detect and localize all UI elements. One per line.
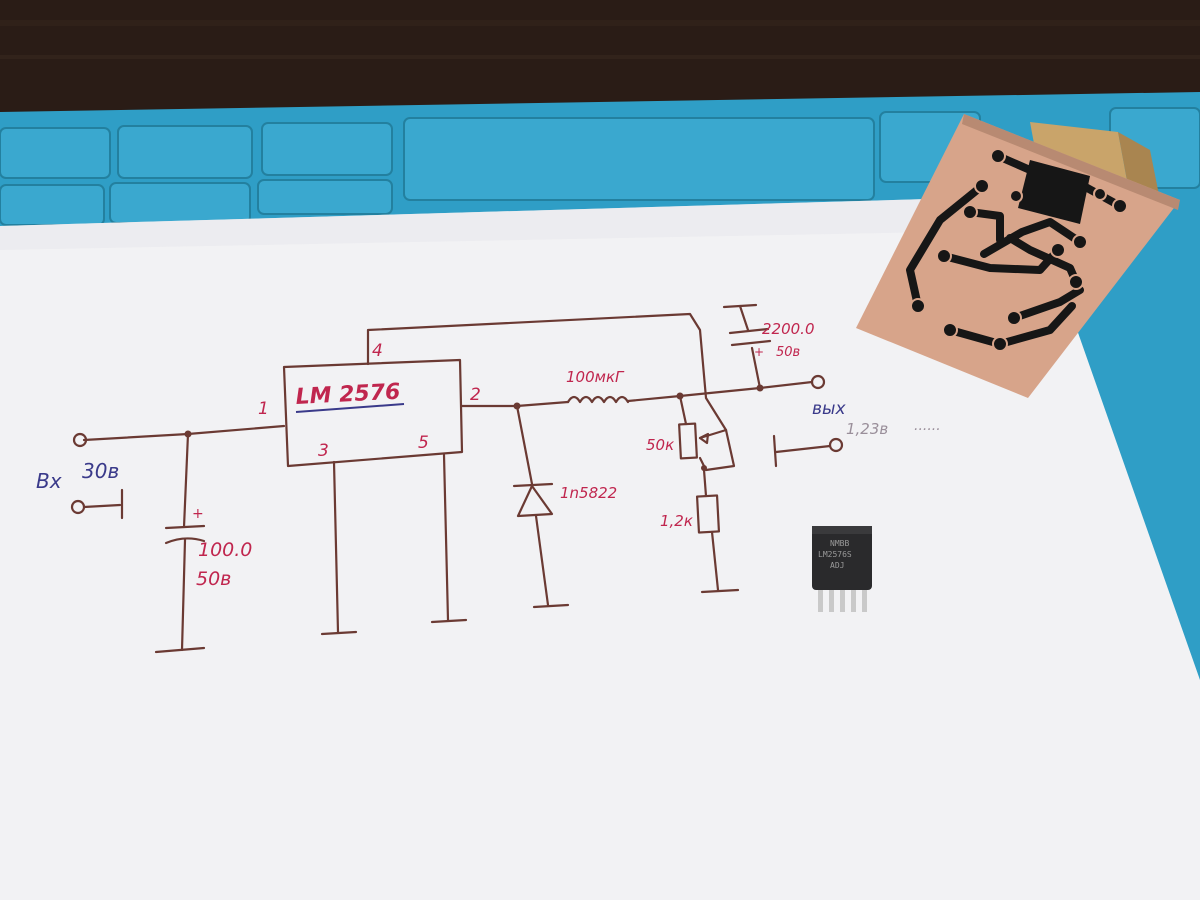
pcb-pad-chip [1018, 160, 1090, 224]
output-terminal [810, 374, 826, 390]
input-terminal [72, 432, 88, 448]
chip-marking-3: ADJ [830, 561, 844, 570]
pin-2-label: 2 [470, 385, 481, 405]
chip-marking-1: NMBB [830, 539, 849, 548]
pot-value: 50к [646, 436, 674, 454]
paper-sheet [0, 196, 1200, 900]
output-dots: ...... [914, 418, 941, 434]
chip-body [812, 526, 872, 590]
input-voltage: 30в [82, 459, 119, 483]
output-cap-plus: + [754, 345, 764, 359]
pin-4-label: 4 [372, 341, 383, 361]
pcb-vias [910, 148, 1128, 352]
resistor-value: 1,2к [660, 512, 693, 530]
input-cap-value: 100.0 [198, 539, 252, 561]
output-cap-voltage: 50в [776, 345, 800, 360]
mat-compartments [0, 107, 1200, 226]
resistor-body [695, 494, 721, 534]
pin-5-label: 5 [418, 433, 429, 453]
ic-label-underline [295, 403, 405, 413]
lm2576-chip: NMBB LM2576S ADJ [812, 526, 872, 612]
output-cap-value: 2200.0 [762, 320, 815, 338]
feedback-wire [366, 312, 728, 432]
diode-part: 1n5822 [560, 484, 617, 502]
input-cap-voltage: 50в [196, 568, 231, 590]
pot-body [678, 422, 698, 460]
output-voltage: 1,23в [846, 420, 888, 438]
chip-leads [818, 590, 867, 612]
chip-marking-2: LM2576S [818, 550, 852, 559]
output-label: вых [812, 399, 846, 419]
pin-3-label: 3 [318, 441, 329, 461]
inductor-coil [566, 395, 630, 404]
pcb-board [856, 114, 1180, 398]
diode-symbol [516, 484, 554, 518]
pcb-stamp [856, 114, 1180, 398]
output-ground-terminal [828, 437, 844, 453]
pin-1-label: 1 [258, 399, 269, 419]
inductor-value: 100мкГ [566, 368, 625, 386]
input-cap-plus: + [192, 506, 204, 522]
input-label: Вх [36, 469, 62, 493]
schematic: LM 2576 1 2 3 4 5 Вх 30в + 100.0 50в 220… [36, 303, 941, 654]
ic-lm2576-body [282, 358, 464, 468]
